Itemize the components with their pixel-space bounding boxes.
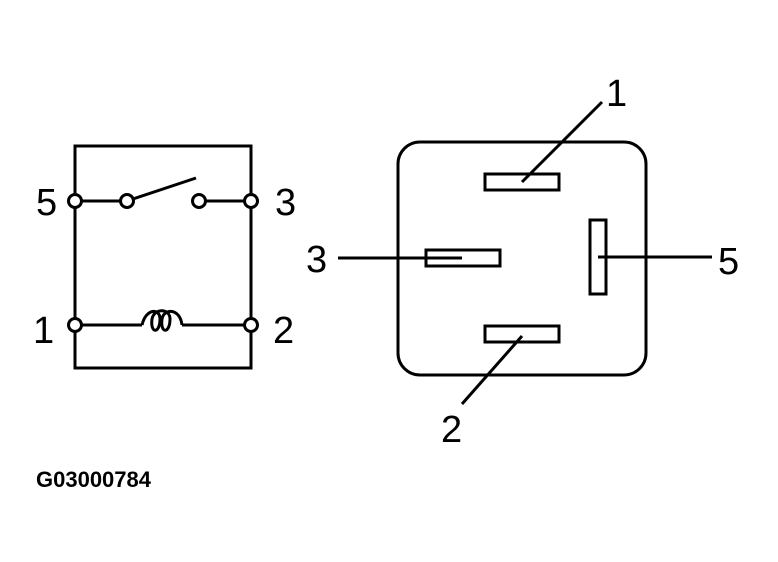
pin-1-label: 1 <box>606 73 627 115</box>
pin-2-label: 2 <box>441 409 462 451</box>
pin-1-leader <box>520 100 604 184</box>
terminal-5-dot <box>67 193 83 209</box>
terminal-3-label: 3 <box>275 182 296 224</box>
figure-code: G03000784 <box>36 467 152 492</box>
pin-3-label: 3 <box>306 239 327 281</box>
relay-connector: 1 3 5 2 <box>306 73 739 451</box>
terminal-2-dot <box>243 317 259 333</box>
relay-schematic: 5 3 1 2 <box>33 144 296 370</box>
switch-contact-pivot <box>119 193 135 209</box>
terminal-1-label: 1 <box>33 310 54 352</box>
pin-2-leader <box>460 335 524 405</box>
switch-blade <box>126 176 197 203</box>
coil-symbol <box>140 309 184 332</box>
pin-5-label: 5 <box>718 241 739 283</box>
terminal-1-dot <box>67 317 83 333</box>
pin-1-slot <box>483 172 561 192</box>
schematic-frame <box>73 144 253 370</box>
terminal-3-dot <box>243 193 259 209</box>
terminal-2-label: 2 <box>273 310 294 352</box>
switch-contact-fixed <box>191 193 207 209</box>
terminal-5-label: 5 <box>36 182 57 224</box>
pin-2-slot <box>483 324 561 344</box>
